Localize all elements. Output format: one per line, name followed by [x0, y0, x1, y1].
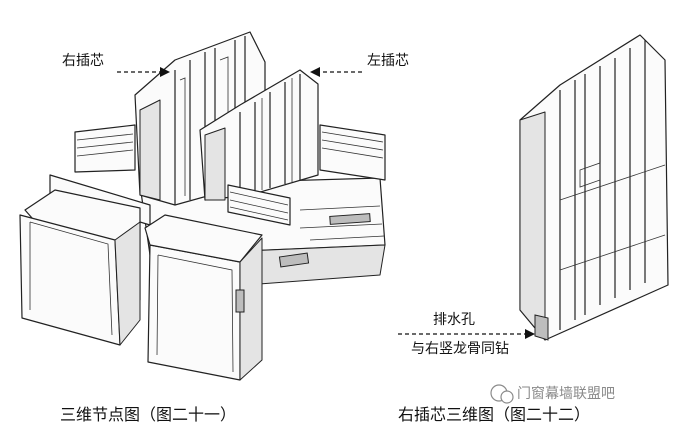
right-glass-side	[239, 237, 263, 381]
right-glass-bevel	[156, 254, 234, 373]
figure-22-caption: 右插芯三维图（图二十二）	[398, 405, 590, 424]
transom-slot-1	[329, 213, 371, 225]
left-glass-side	[114, 221, 141, 346]
left-insert-side	[204, 127, 226, 201]
insert-cross-lines	[559, 164, 666, 271]
transom-slot-2	[278, 252, 310, 268]
right-glass-top	[144, 214, 263, 263]
left-insert-label: 左插芯	[367, 53, 409, 69]
insert-side-face	[519, 111, 546, 341]
left-gasket-block	[74, 124, 136, 173]
insert-slot	[579, 162, 601, 188]
insert-ribs	[559, 40, 646, 330]
right-insert-label: 右插芯	[62, 53, 104, 69]
left-glass-bevel	[29, 221, 113, 336]
rear-gasket-lines	[321, 131, 384, 159]
figure-21-node-assembly: 右插芯 左插芯	[19, 31, 409, 381]
drain-hole-sublabel: 与右竖龙骨同钻	[411, 341, 509, 357]
watermark-text: 门窗幕墙联盟吧	[517, 385, 615, 402]
figure-22-right-insert: 排水孔 与右竖龙骨同钻	[398, 34, 669, 357]
left-insert-ribs	[239, 74, 301, 195]
right-glass-front	[147, 244, 241, 381]
rear-gasket-block	[319, 124, 386, 181]
right-insert-side	[139, 99, 161, 201]
left-insert-channels	[261, 78, 293, 190]
drain-hole-label: 排水孔	[433, 312, 475, 328]
figure-21-caption: 三维节点图（图二十一）	[60, 405, 236, 424]
right-glass-clip	[235, 289, 245, 313]
left-insert-arrowhead	[310, 67, 320, 77]
wechat-icon-bubble	[500, 390, 514, 404]
front-gasket-lines	[229, 191, 289, 221]
transom-grooves	[299, 205, 385, 241]
drain-hole-arrowhead	[525, 329, 535, 339]
left-gasket-lines	[76, 133, 134, 157]
right-insert-arrowhead	[160, 67, 170, 77]
watermark: 门窗幕墙联盟吧	[490, 384, 615, 404]
drain-hole	[534, 314, 549, 341]
